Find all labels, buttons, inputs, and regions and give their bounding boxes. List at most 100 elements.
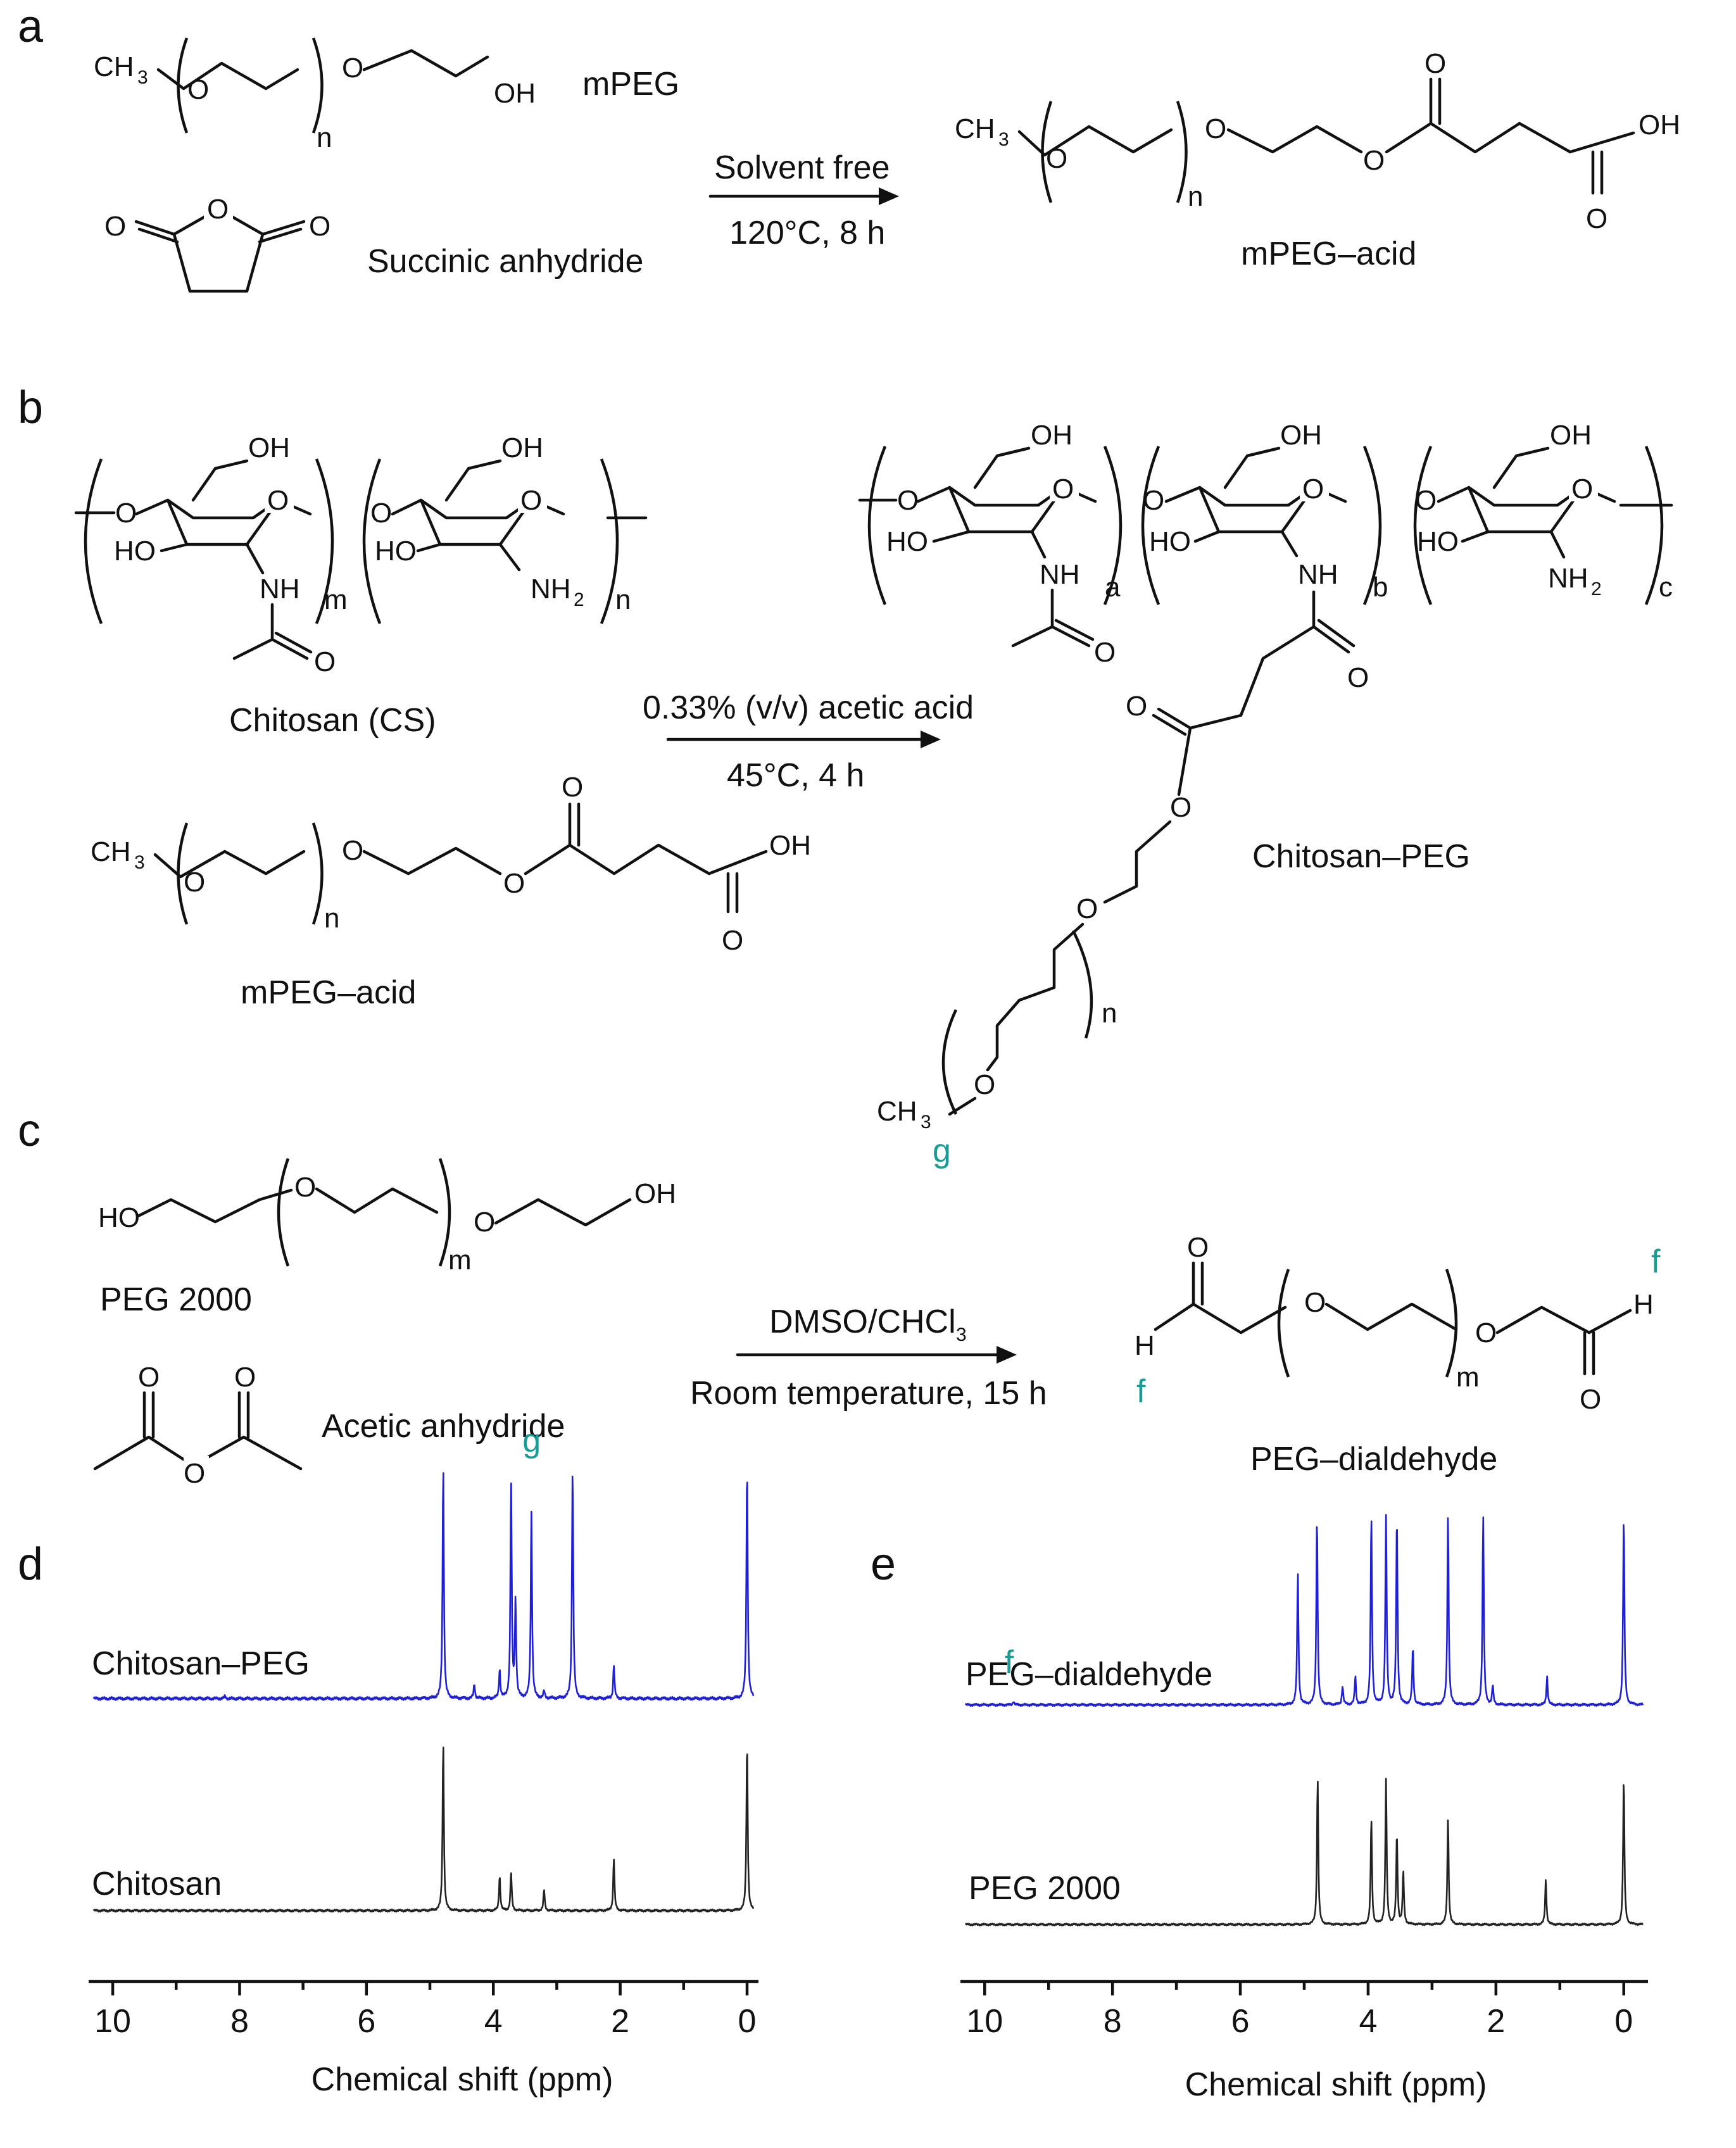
repeat-m: m bbox=[324, 584, 348, 615]
atom-o: O bbox=[1046, 143, 1067, 174]
atom-ho: HO bbox=[98, 1202, 140, 1233]
bond-chain bbox=[362, 49, 489, 78]
panel-label-c: c bbox=[18, 1105, 41, 1156]
arrow-head bbox=[879, 187, 899, 205]
label-peg-dialdehyde-product: PEG–dialdehyde bbox=[1250, 1441, 1497, 1478]
repeat-n: n bbox=[317, 122, 332, 153]
carbonyl bbox=[261, 220, 306, 236]
label-acetic-anhydride: Acetic anhydride bbox=[322, 1408, 565, 1445]
label-f-marker-right: f bbox=[1651, 1243, 1661, 1280]
spectrum-chitosan-peg bbox=[92, 1472, 755, 1701]
bond-chain bbox=[153, 850, 306, 879]
atom-o: O bbox=[342, 835, 363, 866]
bond bbox=[191, 459, 249, 502]
atom-ho: HO bbox=[375, 536, 417, 567]
bracket-right bbox=[311, 37, 324, 134]
atom-o: O bbox=[234, 1362, 256, 1393]
bond bbox=[1549, 530, 1566, 559]
atom-o: O bbox=[1143, 485, 1164, 516]
atom-o: O bbox=[115, 498, 137, 529]
atom-sub-3: 3 bbox=[998, 129, 1009, 150]
x-tick-label: 4 bbox=[484, 2003, 503, 2040]
atom-oh: OH bbox=[1550, 420, 1592, 451]
bracket-left bbox=[1413, 446, 1433, 605]
bracket-right bbox=[438, 1158, 451, 1267]
x-tick-label: 0 bbox=[738, 2003, 757, 2040]
atom-o: O bbox=[184, 1458, 205, 1489]
atom-nh: NH bbox=[260, 574, 300, 605]
carbonyl bbox=[270, 637, 309, 660]
bond bbox=[1223, 446, 1281, 489]
bracket-right bbox=[1071, 929, 1093, 1039]
repeat-n: n bbox=[1188, 181, 1203, 212]
atom-o: O bbox=[294, 1172, 316, 1203]
carbonyl bbox=[137, 227, 179, 244]
atom-o: O bbox=[1586, 203, 1607, 234]
atom-o: O bbox=[1415, 485, 1437, 516]
carbonyl bbox=[274, 631, 313, 654]
conditions-top-a: Solvent free bbox=[714, 149, 890, 186]
atom-oh: OH bbox=[1031, 420, 1072, 451]
mpeg-structure: CH 3 O n O OH mPEG bbox=[94, 37, 679, 153]
atom-o: O bbox=[309, 211, 330, 242]
x-axis-label-d: Chemical shift (ppm) bbox=[311, 2061, 613, 2098]
repeat-n: n bbox=[1102, 998, 1117, 1029]
label-succinic-anhydride: Succinic anhydride bbox=[367, 243, 643, 280]
bond-chain bbox=[524, 843, 711, 876]
atom-oh: OH bbox=[1280, 420, 1322, 451]
label-g-marker: g bbox=[933, 1133, 951, 1169]
label-chitosan: Chitosan (CS) bbox=[229, 702, 436, 739]
conditions-top-c-sub: 3 bbox=[956, 1324, 967, 1345]
atom-ch3: CH bbox=[94, 51, 134, 82]
atom-nh: NH bbox=[1040, 559, 1080, 590]
atom-ch3: CH bbox=[91, 836, 131, 867]
bond-chain bbox=[494, 1198, 632, 1227]
spectrum-peg-dialdehyde bbox=[964, 1514, 1644, 1707]
annotation-g: g bbox=[522, 1423, 541, 1459]
atom-oh: OH bbox=[494, 78, 536, 109]
atom-h: H bbox=[1135, 1330, 1155, 1361]
bond bbox=[1587, 1309, 1632, 1335]
atom-o: O bbox=[1205, 113, 1226, 144]
repeat-b: b bbox=[1373, 572, 1388, 603]
x-tick-label: 6 bbox=[1231, 2003, 1250, 2040]
spectrum-chitosan bbox=[92, 1747, 755, 1913]
atom-oh: OH bbox=[634, 1178, 676, 1209]
carbonyl bbox=[258, 227, 303, 244]
repeat-c: c bbox=[1659, 572, 1673, 603]
bracket-right bbox=[600, 458, 619, 624]
peg-2000-structure: HO O m O OH PEG 2000 bbox=[98, 1158, 676, 1318]
atom-o: O bbox=[1304, 1287, 1326, 1318]
bond-chain bbox=[315, 1187, 439, 1214]
atom-o: O bbox=[207, 194, 229, 225]
bond bbox=[1177, 726, 1192, 796]
chitosan-peg-structure: O O OH HO NH O a O O OH HO NH O O bbox=[858, 420, 1673, 1169]
x-tick-label: 8 bbox=[230, 2003, 249, 2040]
bond bbox=[245, 543, 265, 575]
atom-o: O bbox=[1302, 474, 1324, 505]
label-peg-2000: PEG 2000 bbox=[100, 1281, 252, 1318]
atom-oh: OH bbox=[1639, 110, 1680, 141]
atom-o: O bbox=[1425, 48, 1446, 79]
reaction-arrow-b: 0.33% (v/v) acetic acid 45°C, 4 h bbox=[643, 689, 974, 794]
conditions-bottom-b: 45°C, 4 h bbox=[727, 757, 864, 794]
repeat-n: n bbox=[324, 903, 339, 934]
repeat-m: m bbox=[1456, 1362, 1480, 1393]
atom-o: O bbox=[1126, 691, 1147, 722]
atom-o: O bbox=[974, 1069, 995, 1100]
label-mpeg: mPEG bbox=[582, 66, 679, 103]
bracket-left bbox=[941, 1009, 958, 1115]
bond bbox=[948, 1096, 977, 1116]
bracket-left bbox=[1141, 446, 1160, 605]
series-label-chitosan-peg: Chitosan–PEG bbox=[92, 1645, 310, 1682]
conditions-top-c: DMSO/CHCl bbox=[769, 1303, 956, 1340]
bond bbox=[1154, 1302, 1195, 1331]
bracket-left bbox=[84, 458, 103, 624]
carbonyl bbox=[1317, 619, 1355, 648]
x-axis-label-e: Chemical shift (ppm) bbox=[1185, 2066, 1487, 2103]
acetic-anhydride-structure: O O O Acetic anhydride bbox=[93, 1362, 565, 1489]
atom-ho: HO bbox=[1417, 526, 1459, 557]
